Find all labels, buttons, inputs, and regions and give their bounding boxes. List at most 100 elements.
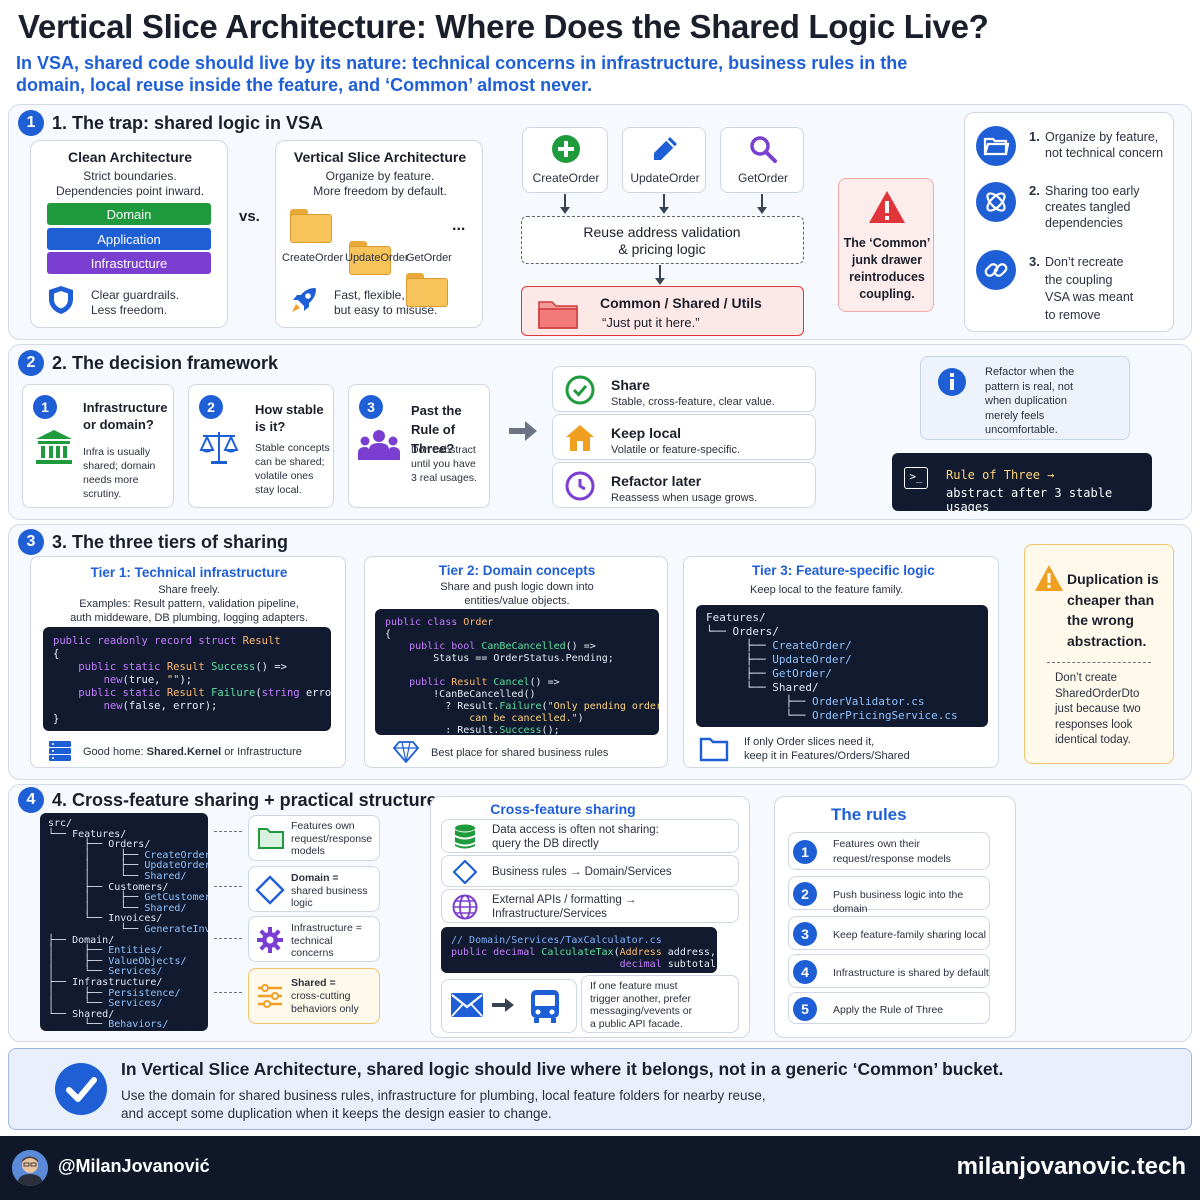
clean-architecture-card: Clean Architecture Strict boundaries. De… [30, 140, 228, 328]
arrow-head [757, 207, 767, 214]
clean-architecture-title: Clean Architecture [68, 149, 192, 165]
clean-architecture-footer: Clear guardrails. Less freedom. [91, 288, 180, 317]
op-label: CreateOrder [532, 171, 600, 185]
structure-label-desc: technical concerns [291, 934, 334, 960]
section-decision-title: 2 2. The decision framework [18, 350, 278, 376]
info-card: Refactor when the pattern is real, not w… [920, 356, 1130, 440]
folder-open-icon [975, 125, 1017, 167]
page-title: Vertical Slice Architecture: Where Does … [18, 8, 989, 45]
tier-footer: If only Order slices need it, keep it in… [744, 736, 910, 762]
structure-label-desc: shared business logic [291, 884, 368, 910]
folder-label: CreateOrder [282, 252, 344, 264]
section-number-badge: 4 [18, 787, 44, 813]
result-code-block: public readonly record struct Result { p… [43, 627, 331, 731]
project-folder-tree: src/ └── Features/ ├── Orders/ │ ├── Cre… [40, 813, 208, 1031]
common-warning-card: The ‘Common’ junk drawer reintroduces co… [838, 178, 934, 312]
arrow-head [655, 278, 665, 285]
tier-footer-bold: Shared.Kernel [146, 746, 222, 758]
connector-line [214, 831, 242, 832]
divider [1047, 662, 1151, 663]
tier-desc: Keep local to the feature family. [750, 584, 904, 596]
rule-text: Features own their request/response mode… [833, 838, 951, 865]
point-text: Organize by feature, not technical conce… [1045, 130, 1164, 160]
question-number: 1 [33, 395, 57, 419]
info-text: Refactor when the pattern is real, not w… [985, 366, 1075, 436]
folder-green-icon [257, 826, 285, 850]
bus-icon [528, 988, 562, 1024]
rule-text: Infrastructure is shared by default [833, 967, 989, 979]
author-handle[interactable]: @MilanJovanović [58, 1156, 210, 1176]
folder-label: GetOrder [406, 252, 452, 264]
check-circle-icon [565, 375, 595, 405]
envelope-icon [450, 990, 484, 1020]
shield-icon [45, 283, 77, 317]
rule-number: 3 [793, 922, 817, 946]
warning-icon [1033, 563, 1065, 593]
tier-footer-pre: Good home: [83, 746, 144, 758]
structure-label-text: Features own request/response models [291, 820, 373, 857]
section-trap-title: 1 1. The trap: shared logic in VSA [18, 110, 323, 136]
messaging-card [441, 979, 577, 1033]
rule-number: 4 [793, 960, 817, 984]
structure-label-text: Domain =shared business logic [291, 872, 379, 910]
terminal-line-2: abstract after 3 stable usages [946, 486, 1113, 514]
question-title: How stable is it? [255, 402, 324, 434]
section-number-badge: 3 [18, 529, 44, 555]
terminal-line-1: Rule of Three → [946, 468, 1055, 482]
warning-icon [867, 189, 907, 225]
cross-item-text: Business rules → Domain/Services [492, 866, 672, 878]
rule-of-three-terminal: >_ Rule of Three → abstract after 3 stab… [892, 453, 1152, 514]
rule-item-1: 1 Features own their request/response mo… [788, 832, 990, 870]
red-folder-icon [538, 299, 578, 329]
cross-item-db: Data access is often not sharing: query … [441, 819, 739, 853]
section-number-badge: 1 [18, 110, 44, 136]
arrow-head [659, 207, 669, 214]
duplication-card: Duplication is cheaper than the wrong ab… [1024, 544, 1174, 764]
tax-code-block: // Domain/Services/TaxCalculator.cs publ… [441, 927, 717, 973]
section-heading: 2. The decision framework [52, 352, 279, 373]
section-heading: 1. The trap: shared logic in VSA [52, 112, 324, 133]
structure-label-desc: cross-cutting behaviors only [291, 990, 359, 1015]
structure-label-domain: Domain =shared business logic [248, 866, 380, 912]
check-badge-icon [53, 1061, 109, 1117]
duplication-desc: Don’t create SharedOrderDto just because… [1055, 672, 1141, 746]
op-get-order: GetOrder [720, 127, 804, 193]
structure-label-shared: Shared =cross-cutting behaviors only [248, 968, 380, 1024]
server-icon [47, 739, 73, 763]
reuse-text: Reuse address validation & pricing logic [583, 224, 741, 257]
question-desc: Infra is usually shared; domain needs mo… [83, 446, 156, 500]
arrow-line [761, 194, 763, 208]
vsa-desc: Organize by feature. More freedom by def… [313, 169, 447, 198]
tier-footer-post: or Infrastructure [224, 746, 302, 758]
question-card-1: 1 Infrastructure or domain? Infra is usu… [22, 384, 174, 508]
layer-application: Application [47, 228, 211, 250]
people-icon [357, 427, 401, 463]
rule-number: 5 [793, 997, 817, 1021]
arrow-right-icon [490, 996, 516, 1014]
question-title: Infrastructure or domain? [83, 400, 168, 432]
arrow-right-icon [506, 418, 540, 444]
question-card-2: 2 How stable is it? Stable concepts can … [188, 384, 334, 508]
cross-item-text: External APIs / formatting → Infrastruct… [492, 894, 637, 920]
link-icon [975, 249, 1017, 291]
bank-icon [33, 427, 75, 467]
connector-line [214, 886, 242, 887]
site-url[interactable]: milanjovanovic.tech [956, 1153, 1186, 1180]
question-title: Past the Rule of Three? [411, 403, 462, 456]
folder-outline-icon [698, 735, 730, 763]
structure-label-bold: Domain = [291, 872, 339, 884]
rule-number: 1 [793, 840, 817, 864]
outcome-refactor-later: Refactor later Reassess when usage grows… [552, 462, 816, 508]
trap-points-card: 1. Organize by feature, not technical co… [964, 112, 1174, 332]
vsa-title: Vertical Slice Architecture [293, 149, 467, 165]
structure-label-text: Shared =cross-cutting behaviors only [291, 977, 379, 1016]
arrow-line [564, 194, 566, 208]
point-number: 3. [1029, 254, 1040, 269]
layer-domain: Domain [47, 203, 211, 225]
rule-item-2: 2 Push business logic into the domain [788, 876, 990, 915]
more-folders: ... [452, 217, 466, 234]
question-card-3: 3 Past the Rule of Three? Don’t abstract… [348, 384, 490, 508]
cross-feature-card: Cross-feature sharing Data access is oft… [430, 796, 750, 1038]
clean-architecture-desc: Strict boundaries. Dependencies point in… [55, 169, 205, 198]
connector-line [214, 992, 242, 993]
